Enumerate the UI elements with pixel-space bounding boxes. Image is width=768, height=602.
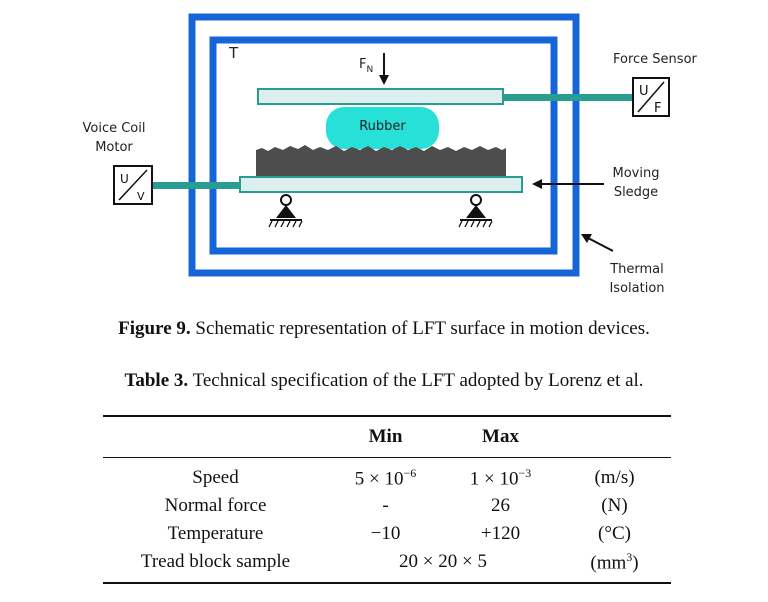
row-min: -: [382, 495, 389, 516]
min-exponent: −6: [403, 465, 417, 480]
support-right: [458, 194, 493, 228]
outer-enclosure: [188, 13, 580, 277]
min-base: 5 × 10: [354, 468, 404, 490]
motor-box-top-label: U: [120, 172, 129, 186]
sensor-rod: [503, 94, 633, 101]
row-max: 1 × 10−3: [443, 458, 558, 493]
row-max: 26: [491, 495, 510, 516]
voice-coil-line2: Motor: [95, 140, 133, 155]
row-max: +120: [480, 523, 521, 544]
rubber-label: Rubber: [359, 119, 406, 134]
moving-sledge-plate: [239, 176, 523, 193]
table-caption: Table 3. Technical specification of the …: [0, 370, 768, 392]
support-left: [268, 194, 303, 228]
row-min: −10: [370, 523, 401, 544]
figure-caption-text: Schematic representation of LFT surface …: [195, 318, 650, 339]
force-sensor-box: U F: [632, 77, 670, 117]
row-span-value: 20 × 20 × 5: [399, 551, 487, 572]
moving-sledge-arrowhead: [532, 179, 542, 189]
header-empty-1: [103, 416, 328, 458]
inner-enclosure: [209, 36, 558, 255]
row-name: Tread block sample: [140, 551, 291, 572]
upper-plate: [257, 88, 504, 105]
thermal-isolation-line2: Isolation: [609, 281, 665, 296]
sensor-box-top-label: U: [639, 84, 649, 99]
row-name: Normal force: [164, 495, 267, 516]
table-caption-text: Technical specification of the LFT adopt…: [192, 370, 644, 391]
normal-force-arrowhead: [379, 75, 389, 85]
max-base: 1 × 10: [469, 468, 519, 490]
row-unit: (m/s): [594, 467, 635, 488]
row-name: Temperature: [167, 523, 264, 544]
unit-close: ): [632, 552, 639, 574]
thermal-isolation-line1: Thermal: [610, 262, 664, 277]
row-name: Speed: [192, 467, 239, 488]
table-row: Speed 5 × 10−6 1 × 10−3 (m/s): [103, 458, 671, 493]
thermal-isolation-pointer: [587, 237, 614, 252]
thermal-isolation-arrowhead: [581, 234, 592, 243]
figure-caption-label: Figure 9.: [118, 318, 191, 339]
table-row: Normal force - 26 (N): [103, 492, 671, 520]
motor-box-bottom-label: V: [137, 190, 145, 203]
motor-rod: [152, 182, 240, 189]
moving-sledge-line2: Sledge: [613, 185, 659, 200]
moving-sledge-label: Moving Sledge: [606, 164, 666, 202]
tread-surface: [256, 145, 506, 177]
sensor-box-bottom-label: F: [654, 101, 661, 116]
moving-sledge-line1: Moving: [612, 166, 660, 181]
table-row: Tread block sample 20 × 20 × 5 (mm3): [103, 548, 671, 583]
table-caption-label: Table 3.: [124, 370, 189, 391]
header-max: Max: [482, 426, 519, 447]
row-unit: (mm3): [558, 548, 671, 583]
spec-table: Min Max Speed 5 × 10−6 1 × 10−3 (m/s) No…: [103, 415, 671, 584]
table-header-row: Min Max: [103, 416, 671, 458]
lft-schematic: U F U V T FN Rubber Force Sensor Voice C…: [76, 13, 697, 298]
header-min: Min: [368, 426, 403, 447]
row-unit: (N): [601, 495, 628, 516]
voice-coil-motor-box: U V: [113, 165, 153, 205]
header-empty-2: [558, 416, 671, 458]
voice-coil-motor-label: Voice Coil Motor: [76, 119, 152, 157]
voice-coil-line1: Voice Coil: [82, 121, 146, 136]
rubber-block: [326, 107, 439, 149]
max-exponent: −3: [518, 465, 532, 480]
unit-base: (mm: [590, 552, 627, 574]
unit-exponent: 3: [626, 549, 633, 564]
temperature-label: T: [229, 44, 239, 62]
force-sensor-label: Force Sensor: [613, 52, 697, 67]
force-symbol: F: [359, 57, 367, 72]
schematic-svg: U F U V: [113, 13, 670, 277]
force-subscript: N: [366, 65, 374, 75]
figure-caption: Figure 9. Schematic representation of LF…: [0, 318, 768, 340]
normal-force-label: FN: [359, 55, 373, 76]
thermal-isolation-label: Thermal Isolation: [600, 260, 674, 298]
row-min: 5 × 10−6: [328, 458, 443, 493]
row-unit: (°C): [598, 523, 631, 544]
table-row: Temperature −10 +120 (°C): [103, 520, 671, 548]
